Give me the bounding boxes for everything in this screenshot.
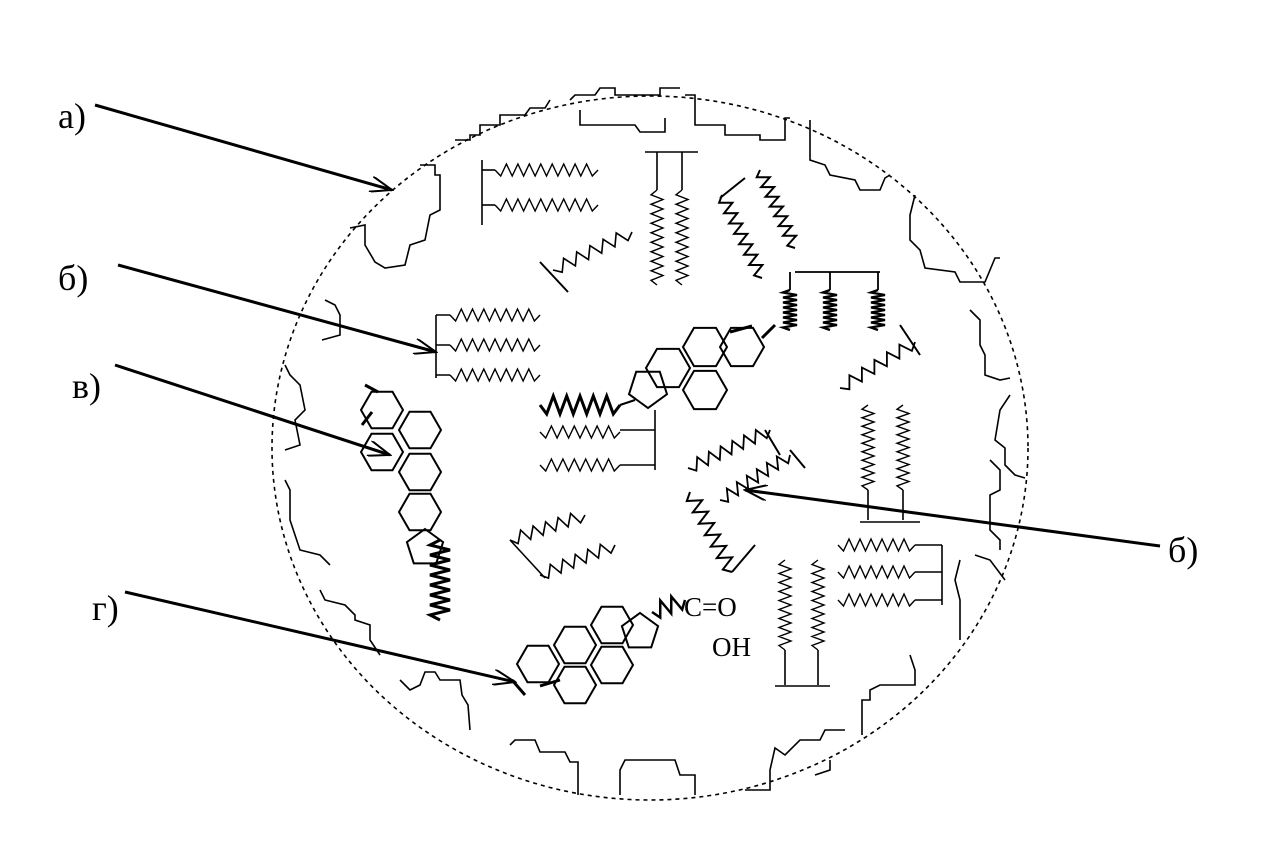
fatty-acid-tail: [539, 457, 621, 473]
steroid-ring: [620, 611, 660, 649]
hydrocarbon-chain: [839, 341, 916, 391]
structure-line: [436, 314, 450, 376]
carbonyl-label: C=O: [684, 592, 737, 622]
structure-line: [899, 324, 921, 356]
label-b-right: б): [1168, 530, 1198, 570]
label-b-left: б): [58, 258, 88, 298]
steroid-ring: [405, 527, 445, 565]
fatty-acid-tail: [425, 538, 451, 622]
fatty-acid-tail: [674, 189, 690, 286]
structure-line: [364, 383, 379, 394]
structure-line: [789, 272, 879, 290]
structure-line: [656, 152, 683, 190]
fatty-acid-tail: [449, 337, 541, 353]
fatty-acid-tail: [494, 197, 599, 213]
hydrocarbon-chain: [687, 428, 771, 472]
boundary-fragments: [284, 87, 1026, 795]
structure-line: [509, 539, 546, 579]
fatty-acid-tail: [810, 559, 826, 651]
fatty-acid-tail: [837, 537, 916, 553]
structure-line: [867, 490, 904, 520]
micelle-boundary: [271, 95, 1029, 801]
hydrocarbon-chain: [717, 194, 765, 279]
structure-line: [539, 678, 561, 688]
hydrocarbon-chain: [685, 491, 735, 573]
carboxyl-chain: [651, 593, 687, 620]
label-v: в): [72, 366, 101, 406]
fatty-acid-tail: [649, 189, 665, 286]
structure-line: [789, 449, 806, 469]
hydrocarbon-chain: [509, 511, 586, 545]
fatty-acid-tail: [449, 367, 541, 383]
hydrocarbon-chain: [719, 454, 791, 503]
steroid-ring: [552, 665, 598, 705]
fatty-acid-tail: [538, 391, 622, 419]
fatty-acid-tail: [778, 288, 798, 332]
molecular-structures: [359, 151, 943, 705]
steroid-ring: [644, 347, 692, 389]
arrow-g: [124, 590, 515, 682]
steroid-ring: [515, 644, 561, 684]
arrow-a: [94, 103, 392, 190]
hydrocarbon-chain: [539, 542, 616, 580]
steroid-ring: [397, 410, 443, 450]
label-a: а): [58, 96, 86, 136]
fatty-acid-tail: [818, 288, 838, 332]
structure-line: [510, 679, 527, 696]
steroid-ring: [359, 432, 405, 472]
structure-line: [729, 324, 753, 334]
structure-line: [620, 429, 655, 466]
steroid-ring: [552, 625, 598, 665]
structure-line: [539, 261, 569, 293]
steroid-ring: [359, 390, 405, 430]
fatty-acid-tail: [449, 307, 541, 323]
structure-line: [719, 177, 746, 199]
fatty-acid-tail: [837, 592, 916, 608]
fatty-acid-tail: [539, 424, 621, 440]
steroid-ring: [397, 492, 443, 532]
steroid-ring: [681, 369, 729, 411]
hydroxyl-label: OH: [712, 632, 751, 662]
steroid-ring: [681, 326, 729, 368]
fatty-acid-tail: [837, 564, 916, 580]
steroid-ring: [397, 452, 443, 492]
structure-line: [784, 650, 819, 685]
fatty-acid-tail: [859, 404, 877, 491]
steroid-ring: [589, 645, 635, 685]
hydrocarbon-chain: [552, 231, 633, 274]
structure-line: [760, 323, 777, 340]
structure-line: [619, 399, 636, 406]
fatty-acid-tail: [777, 559, 793, 651]
fatty-acid-tail: [494, 162, 599, 178]
arrows: [94, 103, 1161, 682]
hydrocarbon-chain: [755, 169, 799, 249]
steroid-ring: [627, 370, 669, 410]
label-g: г): [92, 588, 119, 628]
structure-line: [360, 411, 374, 426]
arrow-b-left: [117, 263, 436, 352]
structure-line: [764, 429, 781, 456]
fatty-acid-tail: [894, 404, 912, 491]
structure-line: [915, 544, 942, 601]
steroid-ring: [718, 326, 766, 368]
structure-line: [731, 544, 756, 573]
arrow-b-right: [745, 490, 1161, 548]
fatty-acid-tail: [866, 288, 886, 332]
steroid-ring: [589, 605, 635, 645]
arrow-v: [114, 363, 390, 455]
